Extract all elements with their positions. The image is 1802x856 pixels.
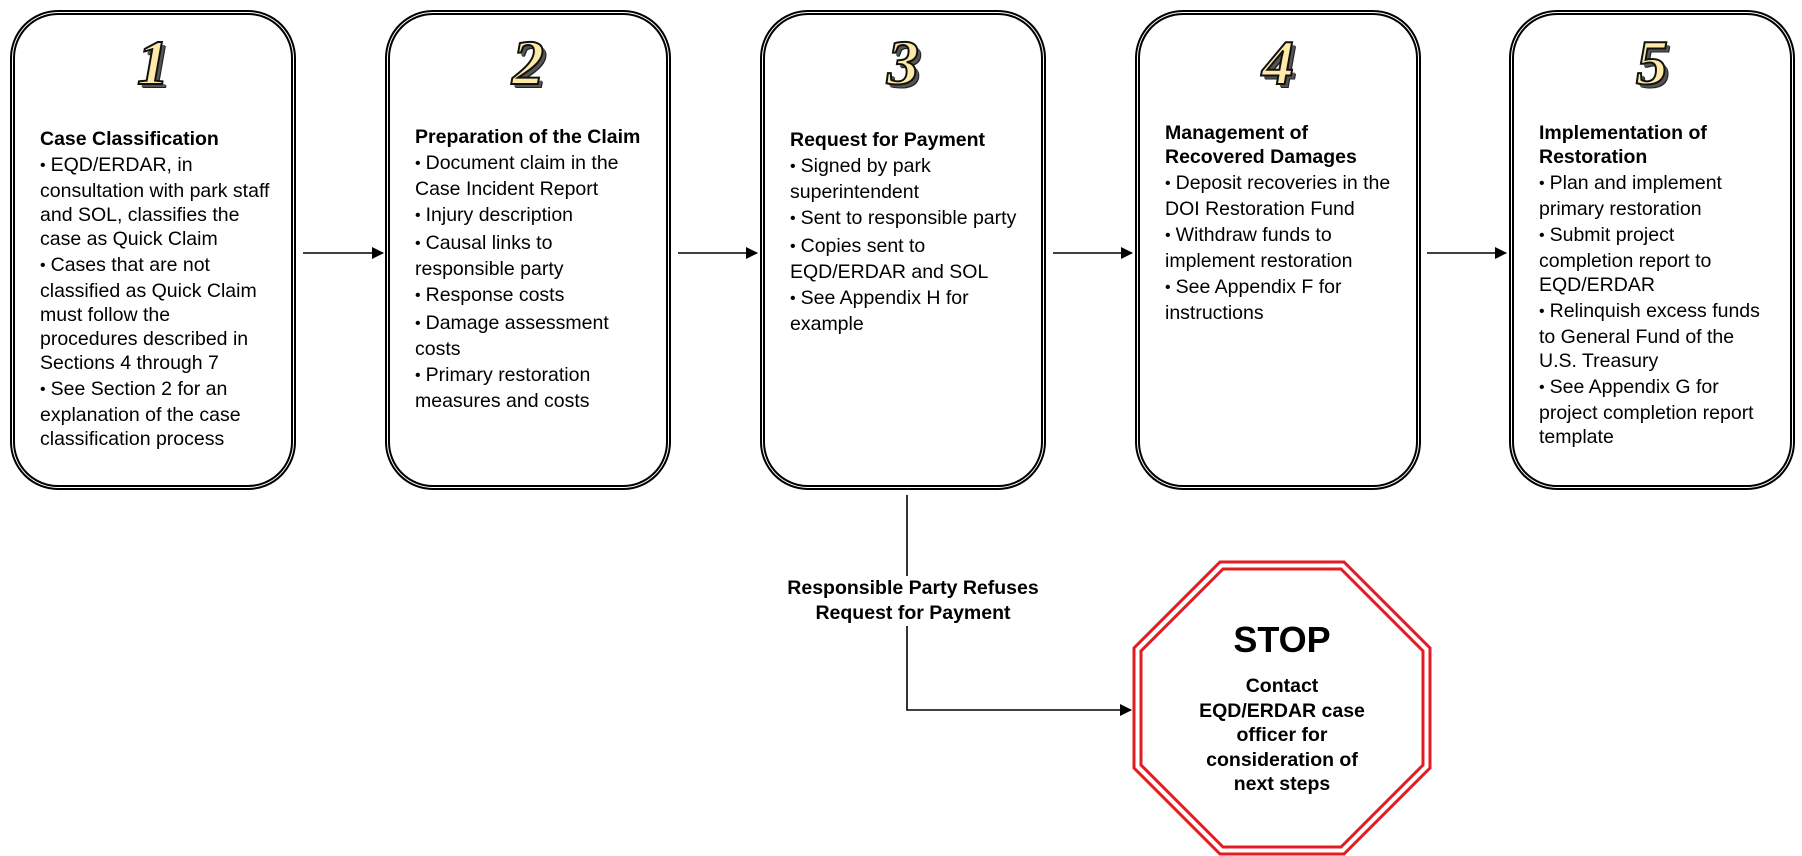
- stop-text: STOP Contact EQD/ERDAR case officer for …: [1160, 618, 1404, 797]
- step-bullets: EQD/ERDAR, in consultation with park sta…: [40, 153, 273, 451]
- bullet-item: Response costs: [415, 283, 648, 309]
- bullet-item: Submit project completion report to EQD/…: [1539, 223, 1772, 297]
- step-5-content: Implementation of Restoration Plan and i…: [1539, 121, 1772, 451]
- bullet-item: See Appendix F for instructions: [1165, 275, 1398, 325]
- step-5-box: 5 Implementation of Restoration Plan and…: [1509, 10, 1795, 490]
- bullet-item: Causal links to responsible party: [415, 231, 648, 281]
- refusal-label: Responsible Party Refuses Request for Pa…: [760, 576, 1066, 626]
- bullet-item: See Section 2 for an explanation of the …: [40, 377, 273, 451]
- step-number-2: 2: [511, 27, 545, 98]
- bullet-item: See Appendix G for project completion re…: [1539, 375, 1772, 449]
- step-2-content: Preparation of the Claim Document claim …: [415, 125, 648, 415]
- bullet-item: Primary restoration measures and costs: [415, 363, 648, 413]
- step-title: Implementation of Restoration: [1539, 122, 1707, 168]
- bullet-item: Relinquish excess funds to General Fund …: [1539, 299, 1772, 373]
- bullet-item: Injury description: [415, 203, 648, 229]
- step-title: Case Classification: [40, 128, 219, 150]
- step-3-box: 3 Request for Payment Signed by park sup…: [760, 10, 1046, 490]
- bullet-item: Signed by park superintendent: [790, 154, 1023, 204]
- step-1-content: Case Classification EQD/ERDAR, in consul…: [40, 127, 273, 453]
- step-number-1: 1: [136, 27, 170, 98]
- stop-sign-octagon: [1132, 560, 1432, 856]
- step-title: Request for Payment: [790, 129, 986, 151]
- bullet-item: Sent to responsible party: [790, 206, 1023, 232]
- bullet-item: EQD/ERDAR, in consultation with park sta…: [40, 153, 273, 251]
- arrow-refusal-to-stop: [906, 495, 1132, 716]
- step-number-5: 5: [1635, 27, 1669, 98]
- stop-title: STOP: [1233, 619, 1331, 660]
- bullet-item: Plan and implement primary restoration: [1539, 171, 1772, 221]
- step-title: Management of Recovered Damages: [1165, 122, 1357, 168]
- step-bullets: Signed by park superintendent Sent to re…: [790, 154, 1023, 336]
- bullet-item: See Appendix H for example: [790, 286, 1023, 336]
- stop-sign-inner-border: [1139, 567, 1425, 849]
- step-4-box: 4 Management of Recovered Damages Deposi…: [1135, 10, 1421, 490]
- step-bullets: Deposit recoveries in the DOI Restoratio…: [1165, 171, 1398, 325]
- bullet-item: Document claim in the Case Incident Repo…: [415, 151, 648, 201]
- step-bullets: Document claim in the Case Incident Repo…: [415, 151, 648, 413]
- step-2-box: 2 Preparation of the Claim Document clai…: [385, 10, 671, 490]
- stop-message: Contact EQD/ERDAR case officer for consi…: [1199, 675, 1365, 795]
- step-3-content: Request for Payment Signed by park super…: [790, 128, 1023, 338]
- step-title: Preparation of the Claim: [415, 126, 641, 148]
- stop-sign-outer-border: [1132, 560, 1432, 856]
- step-number-4: 4: [1261, 27, 1295, 98]
- bullet-item: Cases that are not classified as Quick C…: [40, 253, 273, 375]
- step-bullets: Plan and implement primary restoration S…: [1539, 171, 1772, 449]
- step-4-content: Management of Recovered Damages Deposit …: [1165, 121, 1398, 327]
- bullet-item: Copies sent to EQD/ERDAR and SOL: [790, 234, 1023, 284]
- bullet-item: Damage assessment costs: [415, 311, 648, 361]
- step-1-box: 1 Case Classification EQD/ERDAR, in cons…: [10, 10, 296, 490]
- step-number-3: 3: [886, 27, 920, 98]
- bullet-item: Withdraw funds to implement restoration: [1165, 223, 1398, 273]
- bullet-item: Deposit recoveries in the DOI Restoratio…: [1165, 171, 1398, 221]
